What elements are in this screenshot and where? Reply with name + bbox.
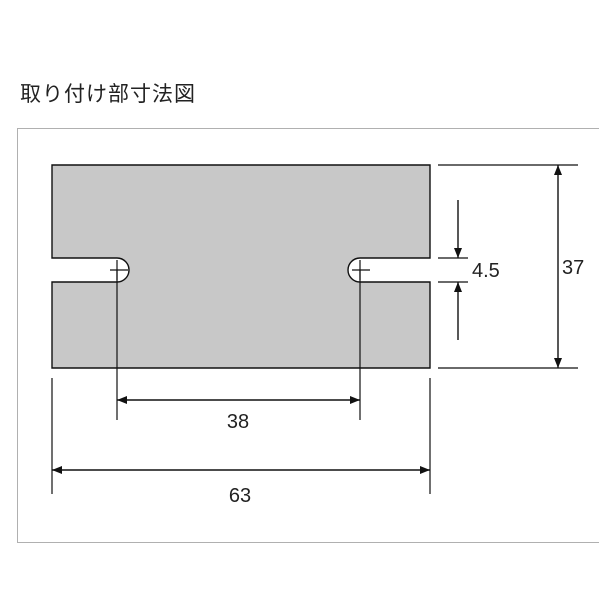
diagram-title: 取り付け部寸法図 bbox=[20, 82, 196, 106]
overall-width-label: 63 bbox=[229, 485, 251, 507]
mounting-plate bbox=[51, 164, 431, 369]
overall-height-label: 37 bbox=[562, 257, 584, 279]
left-hole-crosshair bbox=[110, 260, 128, 280]
hole-spacing-label: 38 bbox=[227, 411, 249, 433]
right-hole-crosshair bbox=[352, 260, 370, 280]
slot-width-label: 4.5 bbox=[472, 260, 500, 282]
diagram-frame bbox=[17, 128, 599, 543]
